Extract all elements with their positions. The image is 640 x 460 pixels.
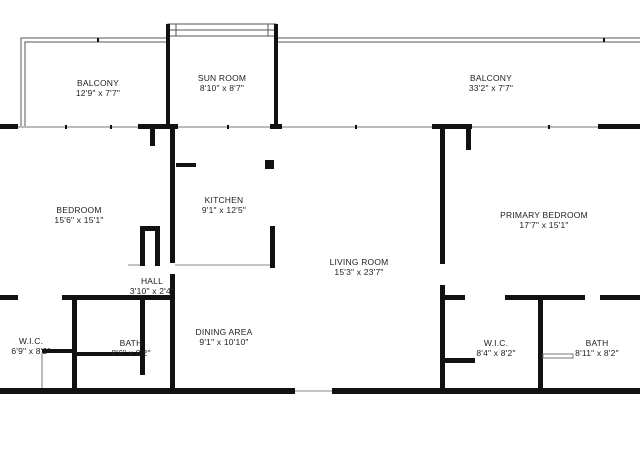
exterior-wall-top [0, 124, 640, 150]
room-dimensions: 12'9" x 7'7" [75, 88, 121, 98]
room-name: PRIMARY BEDROOM [500, 210, 588, 220]
room-dimensions: 15'3" x 23'7" [334, 267, 384, 277]
balcony-railing [20, 37, 640, 126]
room-sun-room: SUN ROOM 8'10" x 8'7" [198, 73, 246, 93]
room-name: BALCONY [469, 73, 513, 83]
room-name: KITCHEN [204, 195, 244, 205]
glazing-ticks [65, 38, 605, 129]
kitchen-walls [140, 128, 275, 268]
room-name: BATH [585, 338, 609, 348]
room-dining-area: DINING AREA 9'1" x 10'10" [196, 327, 253, 347]
room-wic-left: W.I.C. 6'9" x 8'2" [11, 336, 50, 356]
primary-bedroom-wall [440, 124, 445, 393]
room-name: HALL [140, 276, 164, 286]
room-dimensions: 9'1" x 10'10" [199, 337, 249, 347]
room-bedroom: BEDROOM 15'6" x 15'1" [54, 205, 103, 225]
sun-room-window [167, 23, 277, 37]
room-balcony-right: BALCONY 33'2" x 7'7" [469, 73, 513, 93]
room-dimensions: 33'2" x 7'7" [468, 83, 514, 93]
room-primary-bedroom: PRIMARY BEDROOM 17'7" x 15'1" [500, 210, 588, 230]
room-name: BATH [119, 338, 143, 348]
exterior-wall-bottom [0, 388, 640, 394]
room-name: BEDROOM [56, 205, 102, 215]
room-dimensions: 17'7" x 15'1" [519, 220, 569, 230]
room-name: DINING AREA [195, 327, 253, 337]
room-hall: HALL 3'10" x 2'4" [130, 276, 174, 296]
room-dimensions: 15'6" x 15'1" [54, 215, 104, 225]
room-dimensions: 9'1" x 12'5" [201, 205, 247, 215]
room-name: LIVING ROOM [329, 257, 389, 267]
room-living-room: LIVING ROOM 15'3" x 23'7" [330, 257, 389, 277]
bath-fixtures [41, 353, 574, 390]
room-dimensions: 8'4" x 8'2" [476, 348, 516, 358]
room-balcony-left: BALCONY 12'9" x 7'7" [76, 78, 120, 98]
room-kitchen: KITCHEN 9'1" x 12'5" [202, 195, 246, 215]
room-dimensions: 8'11" x 8'2" [575, 348, 619, 358]
room-dimensions: 3'10" x 2'4" [129, 286, 175, 296]
room-name: W.I.C. [483, 338, 509, 348]
lower-walls [0, 274, 640, 393]
room-name: SUN ROOM [197, 73, 247, 83]
room-dimensions: 8'10" x 8'7" [199, 83, 245, 93]
room-name: BALCONY [76, 78, 120, 88]
room-dimensions: 6'9" x 8'2" [11, 346, 51, 356]
room-wic-right: W.I.C. 8'4" x 8'2" [476, 338, 515, 358]
room-bath-left: BATH 8'6" x 8'2" [111, 338, 150, 358]
sun-room-walls [166, 24, 278, 126]
room-bath-right: BATH 8'11" x 8'2" [575, 338, 619, 358]
room-dimensions: 8'6" x 8'2" [111, 348, 151, 358]
room-name: W.I.C. [18, 336, 44, 346]
